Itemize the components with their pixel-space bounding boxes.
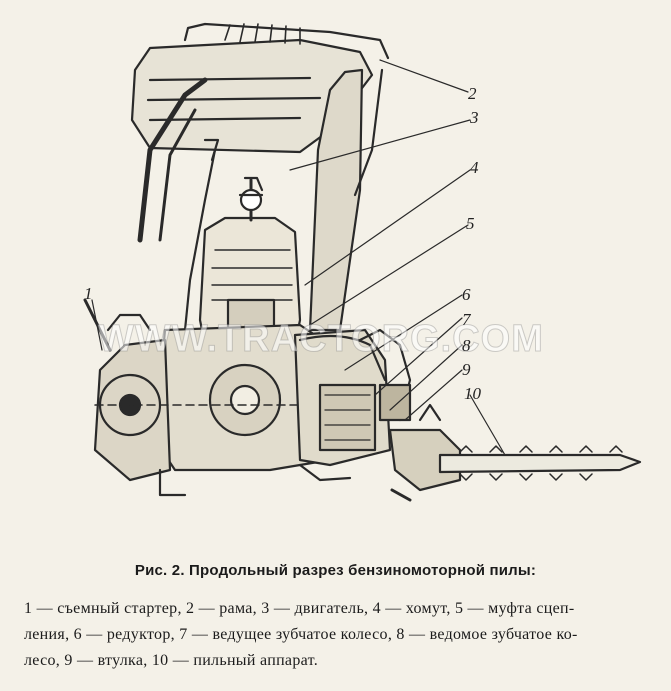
legend-line-2: ления, 6 — редуктор, 7 — ведущее зубчато… xyxy=(24,626,578,643)
watermark-text: WWW.TRACTORG.COM xyxy=(98,318,544,361)
callout-6: 6 xyxy=(462,285,471,304)
callout-8: 8 xyxy=(462,336,471,355)
figure-legend: 1 — съемный стартер, 2 — рама, 3 — двига… xyxy=(24,596,652,674)
callout-2: 2 xyxy=(468,84,477,103)
callout-9: 9 xyxy=(462,360,471,379)
callout-1: 1 xyxy=(84,284,93,303)
callout-7: 7 xyxy=(462,310,471,329)
legend-line-3: лесо, 9 — втулка, 10 — пильный аппарат. xyxy=(24,652,319,669)
figure-caption: Рис. 2. Продольный разрез бензиномоторно… xyxy=(134,562,537,579)
chainsaw-section-figure: WWW.TRACTORG.COM 1 2 3 4 5 6 7 8 9 10 xyxy=(83,22,642,502)
callout-4: 4 xyxy=(470,158,479,177)
callout-3: 3 xyxy=(470,108,479,127)
legend-line-1: 1 — съемный стартер, 2 — рама, 3 — двига… xyxy=(24,600,575,617)
chainsaw-cross-section-drawing xyxy=(83,22,642,502)
callout-10: 10 xyxy=(464,384,481,403)
callout-5: 5 xyxy=(466,214,475,233)
